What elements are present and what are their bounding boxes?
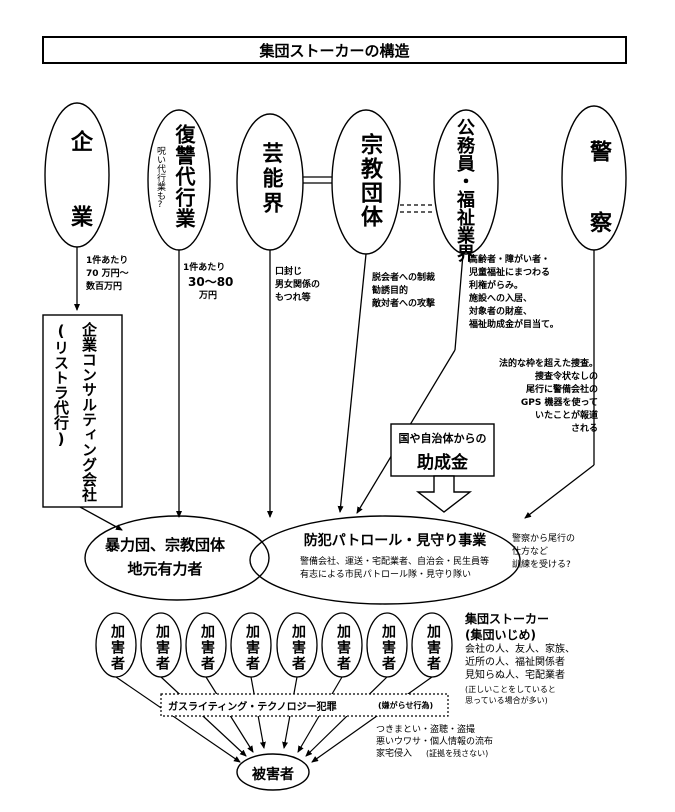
node-shukyo-label: 宗教団体 bbox=[357, 133, 382, 229]
fukushu-price-line1: 1件あたり bbox=[183, 263, 226, 273]
perpetrator-label: 加害者 bbox=[244, 624, 260, 672]
group-stalker-body: 会社の人、友人、家族、 近所の人、福祉関係者 見知らぬ人、宅配業者 bbox=[465, 644, 575, 681]
gaslighting-sub: (嫌がらせ行為) bbox=[378, 701, 434, 710]
gaslighting-main: ガスライティング・テクノロジー犯罪 bbox=[168, 702, 337, 713]
consulting-box-label: 企業コンサルティング会社 bbox=[80, 322, 98, 502]
perpetrator-label: 加害者 bbox=[380, 624, 396, 672]
keisatsu-note: 法的な枠を超えた捜査。 捜査令状なしの 尾行に警備会社の GPS 機器を使って … bbox=[499, 359, 599, 434]
perpetrator-label: 加害者 bbox=[290, 624, 306, 672]
node-keisatsu-label: 警 察 bbox=[586, 140, 611, 245]
left-oval-line2: 地元有力者 bbox=[127, 560, 203, 578]
victim-label: 被害者 bbox=[252, 767, 294, 783]
group-stalker-footnote: (正しいことをしていると 思っている場合が多い) bbox=[465, 685, 556, 705]
harassment-acts: つきまとい・盗聴・盗撮 悪いウワサ・個人情報の流布 家宅侵入 bbox=[376, 725, 494, 759]
perpetrator-shapes bbox=[95, 612, 453, 678]
group-stalker-title: 集団ストーカー bbox=[465, 612, 550, 626]
consulting-box-sub: (リストラ代行) bbox=[52, 322, 70, 448]
right-oval-title: 防犯パトロール・見守り事業 bbox=[303, 533, 487, 549]
consulting-box-shape bbox=[42, 314, 123, 508]
right-oval-line2: 有志による市民パトロール隊・見守り隊い bbox=[300, 570, 472, 580]
right-oval-line1: 警備会社、運送・宅配業者、自治会・民生員等 bbox=[300, 557, 490, 567]
left-oval-line1: 暴力団、宗教団体 bbox=[104, 536, 225, 554]
node-komuin-shape bbox=[433, 109, 499, 255]
geino-note: 口封じ 男女関係の もつれ等 bbox=[275, 267, 321, 303]
perpetrator-label: 加害者 bbox=[425, 624, 441, 672]
right-oval-shape bbox=[249, 515, 521, 605]
node-geino-label: 芸能界 bbox=[260, 142, 284, 217]
victim-shape bbox=[236, 753, 310, 791]
police-training-note: 警察から尾行の 仕方など 訓練を受ける? bbox=[512, 534, 576, 570]
group-stalker-subtitle: (集団いじめ) bbox=[465, 628, 536, 642]
node-komuin-label: 公務員・福祉業界 bbox=[454, 118, 475, 262]
fukushu-price-line3: 万円 bbox=[199, 291, 218, 301]
harassment-acts-note: (証拠を残さない) bbox=[426, 749, 489, 758]
node-fukushu-sub: 呪い代行業も? bbox=[155, 146, 165, 210]
node-kigyo-label: 企 業 bbox=[67, 130, 92, 241]
perpetrator-label: 加害者 bbox=[154, 624, 170, 672]
perpetrator-label: 加害者 bbox=[199, 624, 215, 672]
gaslighting-box-shape bbox=[160, 693, 449, 717]
shukyo-note: 脱会者への制裁 勧誘目的 敵対者への攻撃 bbox=[372, 273, 436, 309]
subsidy-line2: 助成金 bbox=[417, 453, 468, 473]
komuin-note: 高齢者・障がい者・ 児童福祉にまつわる 利権がらみ。 施設への入居、 対象者の財… bbox=[469, 255, 559, 330]
perpetrator-label: 加害者 bbox=[109, 624, 125, 672]
diagram-title: 集団ストーカーの構造 bbox=[42, 36, 627, 64]
subsidy-line1: 国や自治体からの bbox=[398, 432, 487, 445]
subsidy-box-shape bbox=[390, 423, 495, 477]
subsidy-arrow bbox=[415, 475, 473, 513]
node-fukushu-label: 復讐代行業 bbox=[172, 124, 196, 229]
perpetrator-label: 加害者 bbox=[335, 624, 351, 672]
left-oval-shape bbox=[84, 515, 270, 601]
kigyo-price-note: 1件あたり 70 万円〜 数百万円 bbox=[86, 256, 129, 292]
fukushu-price-line2: 30〜80 bbox=[188, 275, 234, 289]
